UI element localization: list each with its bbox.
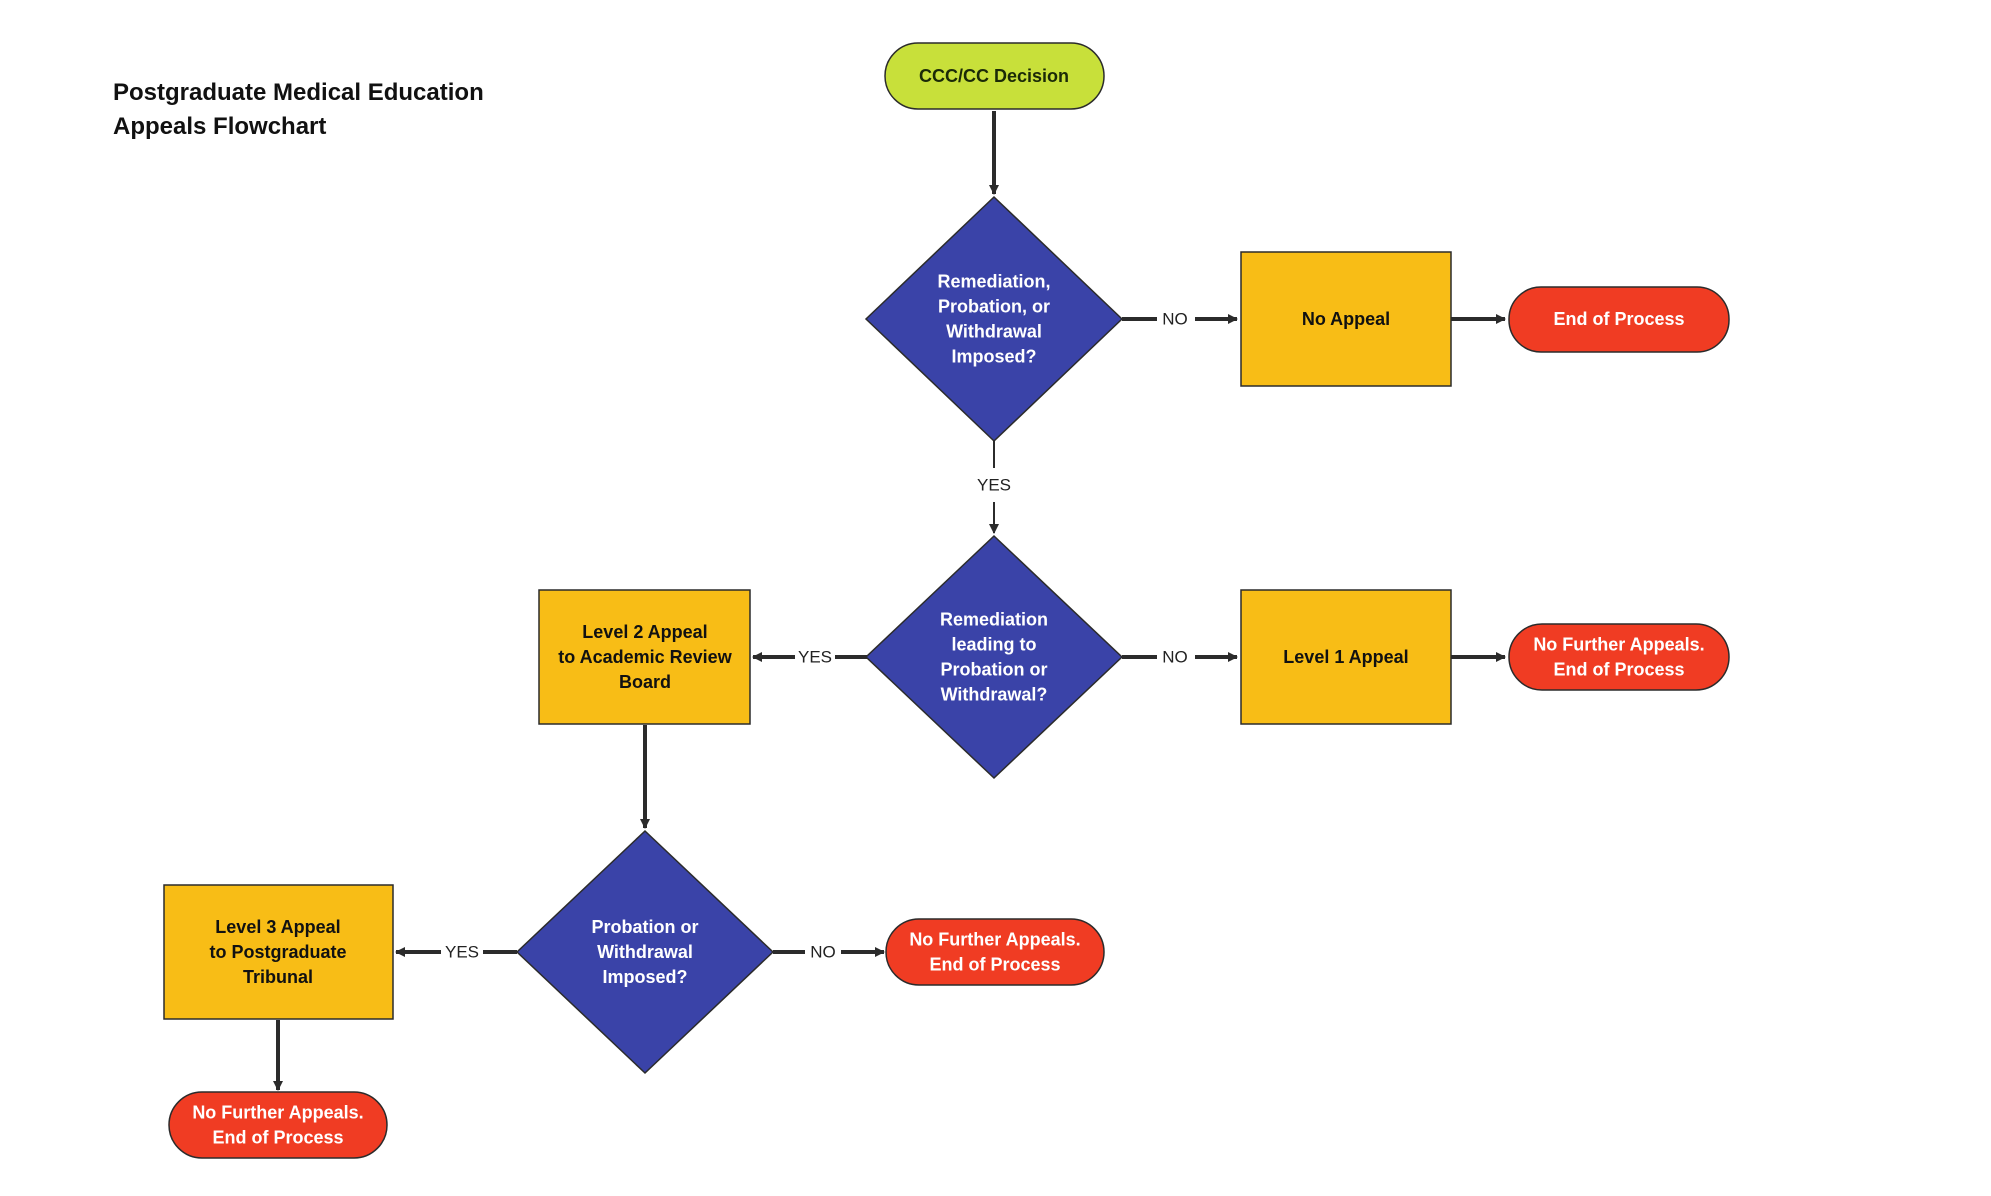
- edge-d1-to-d2: YES: [977, 441, 1011, 534]
- node-label-line: Probation or: [941, 660, 1048, 680]
- edge-d2-to-level1: NO: [1122, 648, 1238, 667]
- node-label-line: Level 3 Appeal: [215, 917, 340, 937]
- edge-d1-to-no-appeal: NO: [1122, 310, 1238, 329]
- node-no-further-appeals: No Further Appeals. End of Process: [885, 918, 1105, 986]
- node-label-line: Imposed?: [951, 347, 1036, 367]
- node-label-line: No Appeal: [1302, 309, 1390, 329]
- node-no-appeal: No Appeal: [1240, 251, 1452, 387]
- edge-label-no: NO: [810, 943, 836, 962]
- title-line-1: Postgraduate Medical Education: [113, 79, 484, 106]
- node-no-further-appeals: No Further Appeals. End of Process: [1508, 623, 1730, 691]
- node-label: Level 1 Appeal: [1283, 647, 1408, 667]
- node-label-line: Remediation: [940, 610, 1048, 630]
- node-label: CCC/CC Decision: [919, 66, 1069, 86]
- edge-label-yes: YES: [798, 648, 832, 667]
- title-line-2: Appeals Flowchart: [113, 113, 327, 140]
- node-label: No Further Appeals. End of Process: [192, 1103, 363, 1148]
- edge-d2-to-level2: YES: [752, 648, 867, 667]
- node-label-line: Probation or: [592, 917, 699, 937]
- edge-label-yes: YES: [445, 943, 479, 962]
- node-label-line: No Further Appeals.: [192, 1103, 363, 1123]
- edge-label-no: NO: [1162, 310, 1188, 329]
- node-label-line: Probation, or: [938, 297, 1050, 317]
- node-label-line: Withdrawal?: [941, 685, 1048, 705]
- node-label-line: Tribunal: [243, 967, 313, 987]
- node-label-line: Withdrawal: [946, 322, 1042, 342]
- node-label-line: Withdrawal: [597, 942, 693, 962]
- node-label-line: End of Process: [1553, 309, 1684, 329]
- node-label: No Further Appeals. End of Process: [1533, 635, 1704, 680]
- node-label: End of Process: [1553, 309, 1684, 329]
- node-label-line: Level 2 Appeal: [582, 622, 707, 642]
- edge-d3-to-end: NO: [773, 943, 885, 962]
- edges-layer: NO YES NO YES: [273, 111, 1506, 1091]
- edge-label-yes: YES: [977, 476, 1011, 495]
- node-label-line: No Further Appeals.: [909, 930, 1080, 950]
- node-label-line: to Academic Review: [558, 647, 732, 667]
- node-label-line: CCC/CC Decision: [919, 66, 1069, 86]
- nodes-layer: CCC/CC Decision Remediation, Probation, o…: [163, 42, 1730, 1159]
- node-label-line: to Postgraduate: [209, 942, 346, 962]
- node-label-line: Imposed?: [602, 967, 687, 987]
- node-label-line: End of Process: [929, 955, 1060, 975]
- node-ccc-cc-decision: CCC/CC Decision: [884, 42, 1105, 110]
- node-end-of-process: End of Process: [1508, 286, 1730, 353]
- node-no-further-appeals: No Further Appeals. End of Process: [168, 1091, 388, 1159]
- node-label-line: leading to: [952, 635, 1037, 655]
- diagram-title: Postgraduate Medical Education Appeals F…: [113, 76, 484, 144]
- node-label-line: Level 1 Appeal: [1283, 647, 1408, 667]
- edge-d3-to-level3: YES: [395, 943, 517, 962]
- node-label: Remediation leading to Probation or Withdra…: [940, 610, 1048, 705]
- node-level-1-appeal: Level 1 Appeal: [1240, 589, 1452, 725]
- node-label-line: End of Process: [1553, 660, 1684, 680]
- node-label-line: End of Process: [212, 1128, 343, 1148]
- node-label-line: Board: [619, 672, 671, 692]
- decision-remediation-leading: Remediation leading to Probation or Withdra…: [864, 534, 1124, 780]
- node-label-line: Remediation,: [937, 272, 1050, 292]
- node-label-line: No Further Appeals.: [1533, 635, 1704, 655]
- node-label: No Further Appeals. End of Process: [909, 930, 1080, 975]
- node-label: No Appeal: [1302, 309, 1390, 329]
- edge-label-no: NO: [1162, 648, 1188, 667]
